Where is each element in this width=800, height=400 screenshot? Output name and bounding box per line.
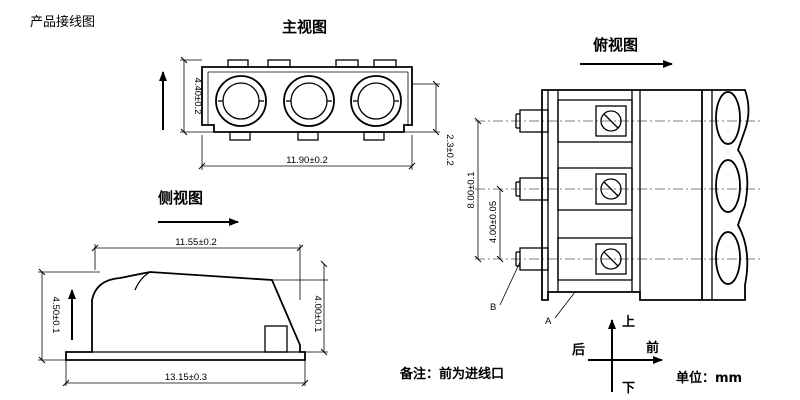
front-view-title: 主视图 — [282, 18, 327, 36]
compass-down: 下 — [622, 381, 635, 396]
front-height-label: 4.40±0.2 — [192, 78, 203, 115]
side-bottom-dimension: 13.15±0.3 — [62, 360, 309, 387]
leader-a — [554, 291, 576, 319]
front-wire-hole-3 — [350, 75, 402, 127]
label-a: A — [545, 316, 552, 327]
top-view-title: 俯视图 — [593, 36, 638, 54]
front-top-tabs — [227, 59, 397, 68]
top-wire-entry-end — [702, 89, 750, 301]
top-inner-pitch-label: 4.00±0.05 — [488, 201, 499, 243]
label-b: B — [490, 302, 496, 313]
front-wire-hole-1 — [215, 75, 267, 127]
compass-back: 后 — [572, 342, 585, 358]
side-latch — [264, 325, 288, 353]
top-wire-entry-1 — [715, 91, 741, 145]
side-right-label: 4.00±0.1 — [312, 296, 323, 333]
front-side-dimension: 2.3±0.2 — [404, 80, 455, 166]
side-top-dimension: 11.55±0.2 — [91, 237, 304, 300]
note-text: 备注：前为进线口 — [399, 366, 504, 382]
side-view: 侧视图 11.55±0.2 4.50±0.1 4.00±0.1 — [38, 189, 328, 387]
front-width-label: 11.90±0.2 — [286, 155, 328, 166]
page-title: 产品接线图 — [30, 14, 95, 30]
front-width-dimension: 11.90±0.2 — [198, 135, 416, 170]
top-body-outline — [541, 89, 703, 301]
side-body-outline — [65, 271, 306, 361]
top-wire-entry-3 — [715, 231, 741, 285]
front-height-dimension: 4.40±0.2 — [180, 56, 214, 136]
side-top-label: 11.55±0.2 — [175, 237, 217, 248]
front-view: 主视图 — [159, 18, 455, 170]
top-view: 俯视图 — [466, 36, 762, 327]
front-wire-hole-2 — [283, 75, 335, 127]
side-left-dimension: 4.50±0.1 — [38, 268, 100, 364]
orientation-compass: 上 下 后 前 — [572, 315, 663, 396]
top-wire-entry-2 — [715, 159, 741, 213]
side-right-dimension: 4.00±0.1 — [272, 260, 328, 356]
top-inner-pitch-dimension: 4.00±0.05 — [488, 185, 504, 263]
side-bottom-label: 13.15±0.3 — [165, 372, 207, 383]
side-left-label: 4.50±0.1 — [50, 297, 61, 334]
unit-text: 单位：mm — [676, 370, 742, 386]
side-view-title: 侧视图 — [158, 189, 203, 207]
front-bottom-feet — [229, 131, 385, 141]
top-outer-pitch-dimension: 8.00±0.1 — [466, 117, 482, 263]
top-outer-pitch-label: 8.00±0.1 — [466, 172, 477, 209]
compass-front: 前 — [646, 340, 659, 356]
front-side-label: 2.3±0.2 — [444, 134, 455, 166]
compass-up: 上 — [622, 315, 635, 330]
leader-b — [499, 261, 521, 306]
